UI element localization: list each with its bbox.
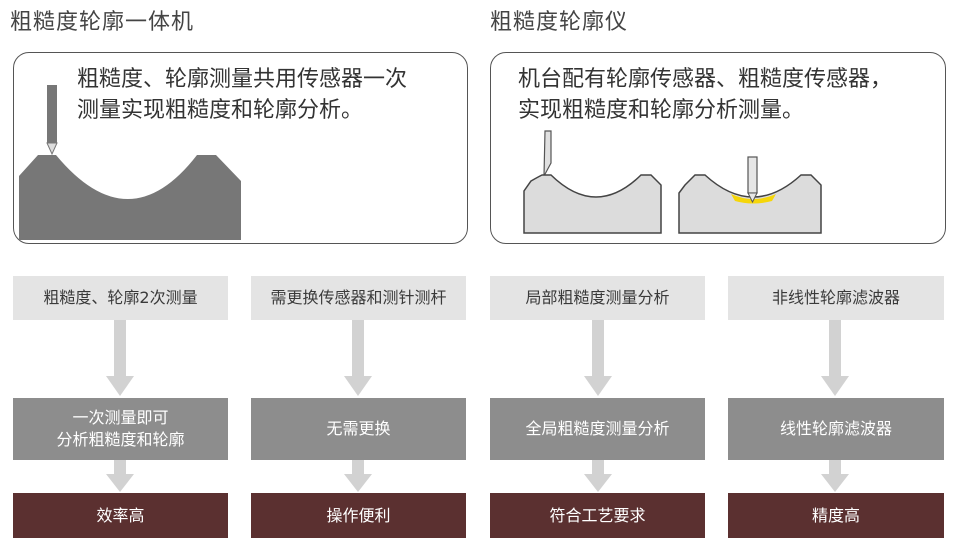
workpiece-dark-icon — [19, 155, 241, 240]
arrow-col3-a — [584, 320, 612, 396]
arrow-col4-a — [821, 320, 849, 396]
combined-probe-icon — [46, 85, 58, 156]
dual-sensor-illustration — [523, 130, 822, 234]
right-panel: 机台配有轮廓传感器、粗糙度传感器， 实现粗糙度和轮廓分析测量。 — [490, 52, 946, 244]
right-description: 机台配有轮廓传感器、粗糙度传感器， 实现粗糙度和轮廓分析测量。 — [518, 64, 892, 126]
benefit-box-2: 操作便利 — [251, 493, 466, 538]
feature-box-1: 粗糙度、轮廓2次测量 — [13, 276, 228, 320]
right-title: 粗糙度轮廓仪 — [490, 10, 629, 35]
solution-box-1-line-2: 分析粗糙度和轮廓 — [56, 430, 185, 449]
left-description-line-2: 测量实现粗糙度和轮廓分析。 — [77, 98, 364, 123]
solution-box-1: 一次测量即可 分析粗糙度和轮廓 — [13, 398, 228, 460]
measured-zone-highlight — [731, 194, 776, 204]
arrow-col1-a — [106, 320, 134, 396]
solution-box-3: 全局粗糙度测量分析 — [490, 398, 705, 460]
combined-sensor-illustration — [19, 85, 241, 240]
arrow-col2-a — [344, 320, 372, 396]
benefit-box-4: 精度高 — [728, 493, 944, 538]
workpiece-right-icon — [678, 174, 822, 234]
left-description-line-1: 粗糙度、轮廓测量共用传感器一次 — [77, 67, 408, 92]
right-description-line-2: 实现粗糙度和轮廓分析测量。 — [518, 98, 805, 123]
left-panel: 粗糙度、轮廓测量共用传感器一次 测量实现粗糙度和轮廓分析。 — [13, 52, 468, 244]
benefit-box-3: 符合工艺要求 — [490, 493, 705, 538]
solution-box-1-line-1: 一次测量即可 — [72, 408, 169, 427]
arrow-col1-b — [106, 460, 134, 492]
benefit-box-1: 效率高 — [13, 493, 228, 538]
feature-box-3: 局部粗糙度测量分析 — [490, 276, 705, 320]
arrow-col4-b — [821, 460, 849, 492]
right-description-line-1: 机台配有轮廓传感器、粗糙度传感器， — [518, 67, 893, 92]
solution-box-2: 无需更换 — [251, 398, 466, 460]
contour-probe-icon — [543, 130, 552, 177]
feature-box-2: 需更换传感器和测针测杆 — [251, 276, 466, 320]
workpiece-left-icon — [523, 174, 662, 234]
arrow-col2-b — [344, 460, 372, 492]
roughness-probe-icon — [747, 156, 758, 204]
solution-box-4: 线性轮廓滤波器 — [728, 398, 944, 460]
feature-box-4: 非线性轮廓滤波器 — [728, 276, 944, 320]
arrow-col3-b — [584, 460, 612, 492]
left-title: 粗糙度轮廓一体机 — [10, 10, 195, 35]
left-description: 粗糙度、轮廓测量共用传感器一次 测量实现粗糙度和轮廓分析。 — [77, 64, 407, 126]
